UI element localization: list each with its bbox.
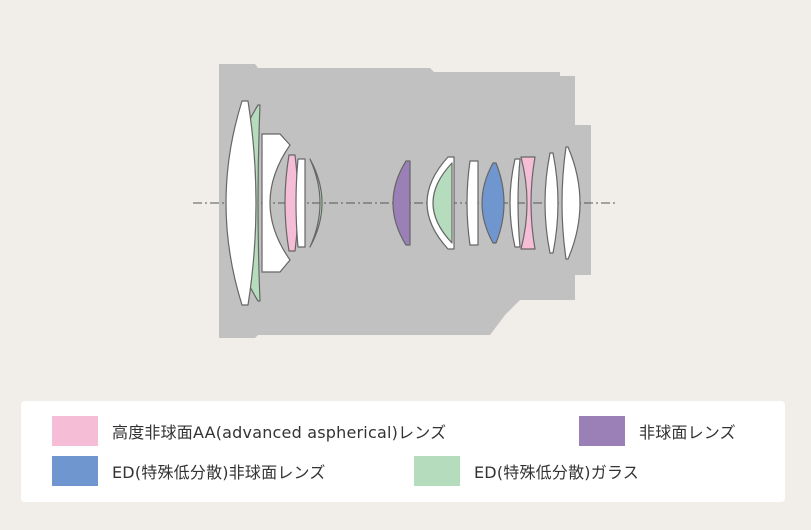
lens-element-2-standard-glass bbox=[225, 100, 257, 306]
lens-element-14-standard-glass bbox=[561, 146, 581, 260]
legend: 高度非球面AA(advanced aspherical)レンズ 非球面レンズ E… bbox=[21, 401, 785, 502]
legend-label-ed-glass: ED(特殊低分散)ガラス bbox=[474, 463, 639, 482]
legend-swatch-aspherical bbox=[579, 416, 625, 446]
lens-element-9-standard-glass bbox=[466, 160, 479, 246]
lens-element-6-aspherical bbox=[392, 160, 411, 246]
lens-element-12-aa-aspherical bbox=[520, 156, 536, 250]
legend-item-ed-aspherical: ED(特殊低分散)非球面レンズ bbox=[52, 456, 326, 486]
lens-element-11-standard-glass bbox=[509, 158, 521, 248]
legend-item-aspherical: 非球面レンズ bbox=[579, 416, 736, 446]
lens-element-10-ed-aspherical bbox=[481, 162, 505, 244]
legend-label-aspherical: 非球面レンズ bbox=[639, 423, 736, 442]
lens-construction-diagram bbox=[193, 64, 615, 338]
legend-item-aa-aspherical: 高度非球面AA(advanced aspherical)レンズ bbox=[52, 416, 446, 446]
legend-swatch-ed-glass bbox=[414, 456, 460, 486]
lens-element-5-ed-glass bbox=[309, 158, 323, 248]
lens-element-13-standard-glass bbox=[544, 152, 559, 254]
lens-element-front-meniscus bbox=[261, 133, 291, 273]
legend-swatch-aa-aspherical bbox=[52, 416, 98, 446]
lens-elements bbox=[225, 100, 581, 306]
lens-element-4-standard-glass bbox=[295, 158, 306, 248]
legend-item-ed-glass: ED(特殊低分散)ガラス bbox=[414, 456, 639, 486]
legend-label-ed-aspherical: ED(特殊低分散)非球面レンズ bbox=[112, 463, 326, 482]
legend-label-aa-aspherical: 高度非球面AA(advanced aspherical)レンズ bbox=[112, 423, 447, 442]
legend-swatch-ed-aspherical bbox=[52, 456, 98, 486]
lens-element-8-ed-glass bbox=[432, 162, 453, 244]
